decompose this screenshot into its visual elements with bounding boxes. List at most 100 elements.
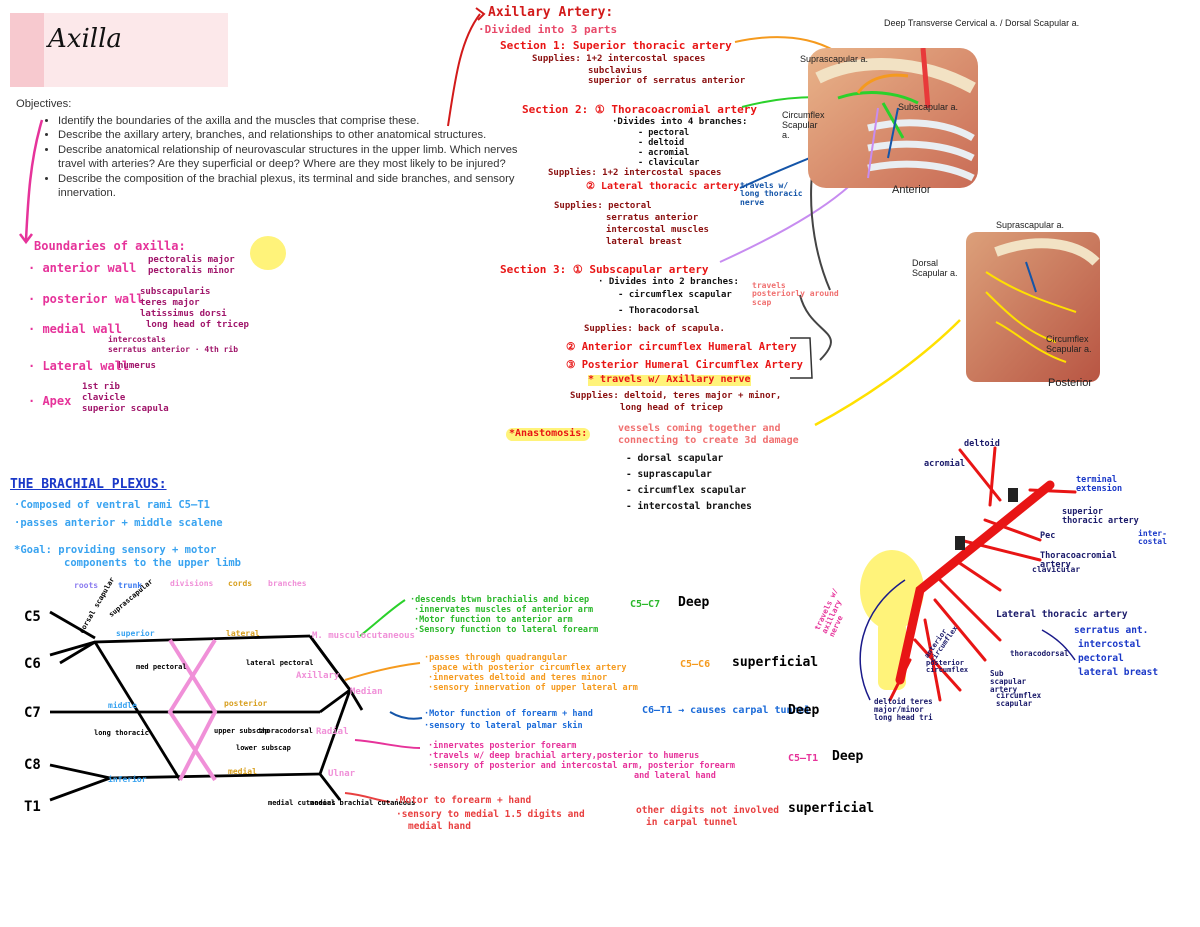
anastomosis-text: connecting to create 3d damage (618, 435, 799, 446)
radial-depth: Deep (832, 749, 864, 764)
vessel-label: intercostal (1078, 639, 1141, 650)
posterior-supply: long head of tricep (620, 403, 723, 413)
section2-branch: - deltoid (638, 138, 685, 148)
small-branch-label: thoracodorsal (258, 727, 313, 735)
anterior-anatomy-illustration (808, 47, 978, 188)
vessel-label: Thoracoacromial artery (1040, 551, 1117, 570)
objective-item: Describe the composition of the brachial… (58, 172, 536, 201)
axil-depth: superficial (732, 655, 819, 670)
median-note: ·Motor function of forearm + hand (424, 709, 593, 719)
root-label: C5 (24, 609, 41, 625)
musc-note: ·innervates muscles of anterior arm (414, 605, 594, 615)
axil-note: ·passes through quadrangular (424, 653, 568, 663)
legend-cords: cords (228, 579, 253, 588)
vessel-label: lateral breast (1078, 667, 1159, 678)
axil-note: ·sensory innervation of upper lateral ar… (428, 683, 638, 693)
posterior-label: Dorsal Scapular a. (912, 258, 958, 278)
title-box (10, 13, 228, 87)
section3: Section 3: ① Subscapular artery (500, 263, 709, 276)
vessel-label: superior thoracic artery (1062, 507, 1139, 526)
anterior-label: Deep Transverse Cervical a. / Dorsal Sca… (884, 18, 1080, 28)
apex-item: clavicle (82, 393, 126, 403)
axil-note: space with posterior circumflex artery (432, 663, 627, 673)
cord-label: medial (228, 767, 257, 776)
posterior-label: Circumflex Scapular a. (1046, 334, 1092, 354)
vessel-label: Lateral thoracic artery (996, 609, 1128, 620)
section3-branch: - Thoracodorsal (618, 306, 700, 316)
posterior-circumflex-note: * travels w/ Axillary nerve (588, 374, 751, 386)
plexus-heading: THE BRACHIAL PLEXUS: (10, 477, 167, 492)
title-accent (10, 13, 44, 87)
section2-branch: - acromial (638, 148, 690, 158)
small-branch-label: medial brachial cutaneous (310, 799, 416, 807)
medial-wall-label: · medial wall (28, 322, 122, 336)
section2-branch: - clavicular (638, 158, 700, 168)
section3-note: travels posteriorly around scap (752, 281, 839, 307)
anastomosis-item: - intercostal branches (626, 501, 752, 512)
posterior-muscle: teres major (140, 298, 200, 308)
trunk-label: inferior (108, 775, 147, 784)
small-branch-label: med pectoral (136, 663, 187, 671)
ulnar-note: ·sensory to medial 1.5 digits and (396, 809, 585, 820)
anterior-muscle: pectoralis minor (148, 266, 235, 276)
posterior-label: Suprascapular a. (996, 220, 1065, 230)
legend-branches: branches (268, 579, 307, 588)
section1-supplies: Supplies: 1+2 intercostal spaces (532, 54, 706, 64)
axil-tag: C5–C6 (680, 659, 711, 670)
objective-item: Identify the boundaries of the axilla an… (58, 114, 536, 129)
section2: Section 2: ① Thoracoacromial artery (522, 103, 758, 116)
musc-note: ·Sensory function to lateral forearm (414, 625, 599, 635)
posterior-muscle: long head of tricep (146, 320, 249, 330)
root-label: T1 (24, 799, 41, 815)
root-label: C8 (24, 757, 41, 773)
vessel-label: acromial (924, 459, 965, 469)
section1: Section 1: Superior thoracic artery (500, 39, 732, 52)
small-branch-label: lateral pectoral (246, 659, 314, 667)
apex-label: · Apex (28, 394, 72, 408)
anterior-label: Circumflex Scapular a. (782, 110, 825, 140)
section3-branch: - circumflex scapular (618, 290, 732, 300)
anastomosis-label: *Anastomosis: (506, 428, 591, 441)
section1-item: subclavius (588, 66, 643, 76)
anastomosis-item: - circumflex scapular (626, 485, 747, 496)
lateral-wall-label: · Lateral wall (28, 359, 130, 373)
trunk-label: superior (116, 629, 155, 638)
radial-note: and lateral hand (634, 771, 716, 781)
median-tag: C6–T1 → causes carpal tunnel (642, 705, 811, 716)
musc-note: ·Motor function to anterior arm (414, 615, 573, 625)
anterior-caption: Anterior (892, 184, 931, 196)
radial-note: ·sensory of posterior and intercostal ar… (428, 761, 736, 771)
vessel-label: clavicular (1032, 565, 1081, 574)
plexus-line: ·Composed of ventral rami C5–T1 (14, 499, 210, 511)
median-depth: Deep (788, 703, 820, 718)
vessel-label: thoracodorsal (1010, 649, 1069, 658)
section3-supplies: Supplies: back of scapula. (584, 324, 725, 334)
plexus-line: ·passes anterior + middle scalene (14, 517, 223, 529)
section2-supplies: Supplies: 1+2 intercostal spaces (548, 168, 722, 178)
objective-item: Describe the axillary artery, branches, … (58, 128, 536, 143)
section2-branch: - pectoral (638, 128, 690, 138)
page-title: Axilla (48, 24, 122, 54)
musc-note: ·descends btwn brachialis and bicep (410, 595, 590, 605)
vessel-label: deltoid (964, 439, 1000, 449)
anterior-anatomy-figure (808, 47, 978, 188)
small-branch-label: upper subscap (214, 727, 269, 735)
vessel-label: terminal extension (1076, 475, 1123, 494)
objectives: Objectives: Identify the boundaries of t… (16, 97, 536, 201)
vessel-label: inter-costal (1138, 529, 1167, 547)
section2-supply: Supplies: pectoral (554, 201, 652, 211)
small-branch-label: long thoracic (94, 729, 149, 737)
ulnar-depth: superficial (788, 801, 875, 816)
anastomosis-text: vessels coming together and (618, 423, 781, 434)
medial-muscle: serratus anterior · 4th rib (108, 345, 239, 354)
axillary-heading: Axillary Artery: (488, 5, 614, 20)
apex-item: 1st rib (82, 382, 120, 392)
branch-radial: Radial (316, 727, 349, 737)
anterior-muscle: pectoralis major (148, 255, 235, 265)
root-label: C6 (24, 656, 41, 672)
posterior-circumflex: ③ Posterior Humeral Circumflex Artery (566, 359, 803, 371)
boundaries-heading: Boundaries of axilla: (34, 239, 186, 253)
plexus-line: components to the upper limb (64, 557, 242, 569)
axil-note: ·innervates deltoid and teres minor (428, 673, 608, 683)
